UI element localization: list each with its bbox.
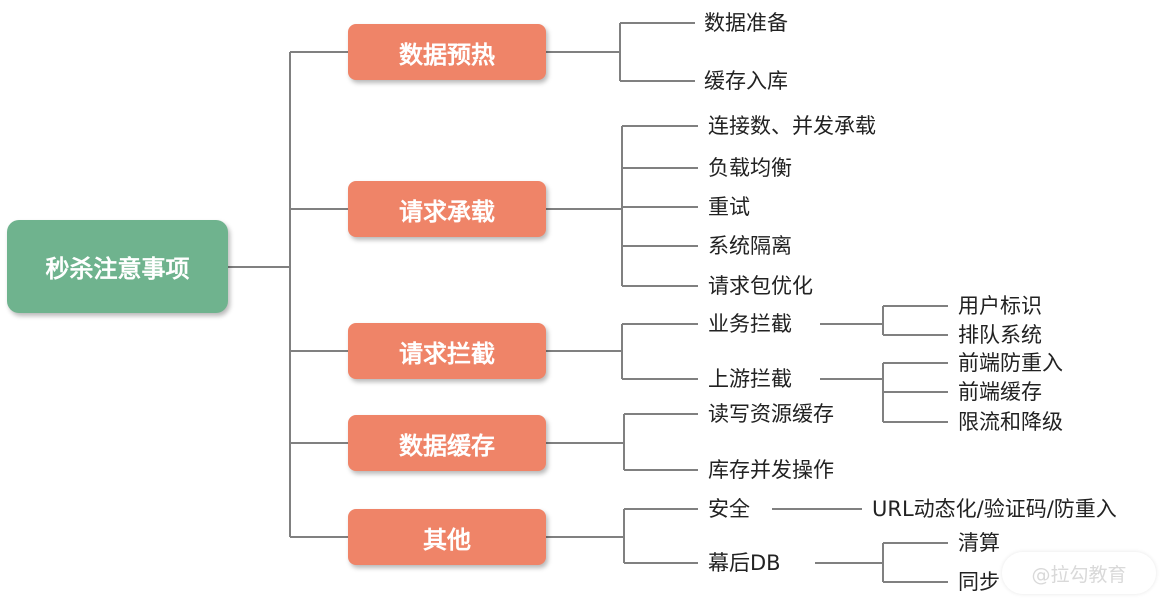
leaf-label: 同步 xyxy=(958,570,1000,594)
root-node: 秒杀注意事项 xyxy=(7,220,228,313)
category-box-request-intercept: 请求拦截 xyxy=(348,323,546,379)
category-box-preheat: 数据预热 xyxy=(348,24,546,80)
leaf-label: 清算 xyxy=(958,531,1000,555)
category-box-request-load: 请求承载 xyxy=(348,181,546,237)
item-label: 重试 xyxy=(708,195,750,219)
leaf-label: 排队系统 xyxy=(958,323,1042,347)
item-label: 连接数、并发承载 xyxy=(708,114,876,138)
watermark-badge: @拉勾教育 xyxy=(1002,552,1156,594)
category-box-other: 其他 xyxy=(348,509,546,565)
item-label: 数据准备 xyxy=(704,11,788,35)
item-label: 负载均衡 xyxy=(708,156,792,180)
item-label: 系统隔离 xyxy=(708,234,792,258)
leaf-label: 前端防重入 xyxy=(958,351,1063,375)
leaf-label: 用户标识 xyxy=(958,294,1042,318)
item-label: 业务拦截 xyxy=(708,312,792,336)
item-label: 缓存入库 xyxy=(704,69,788,93)
item-label: 请求包优化 xyxy=(708,274,813,298)
item-label: 安全 xyxy=(708,497,750,521)
item-label: 读写资源缓存 xyxy=(708,402,834,426)
leaf-label: URL动态化/验证码/防重入 xyxy=(872,497,1117,521)
leaf-label: 前端缓存 xyxy=(958,380,1042,404)
item-label: 幕后DB xyxy=(708,551,781,575)
leaf-label: 限流和降级 xyxy=(958,410,1063,434)
item-label: 库存并发操作 xyxy=(708,458,834,482)
category-box-data-cache: 数据缓存 xyxy=(348,415,546,471)
item-label: 上游拦截 xyxy=(708,367,792,391)
